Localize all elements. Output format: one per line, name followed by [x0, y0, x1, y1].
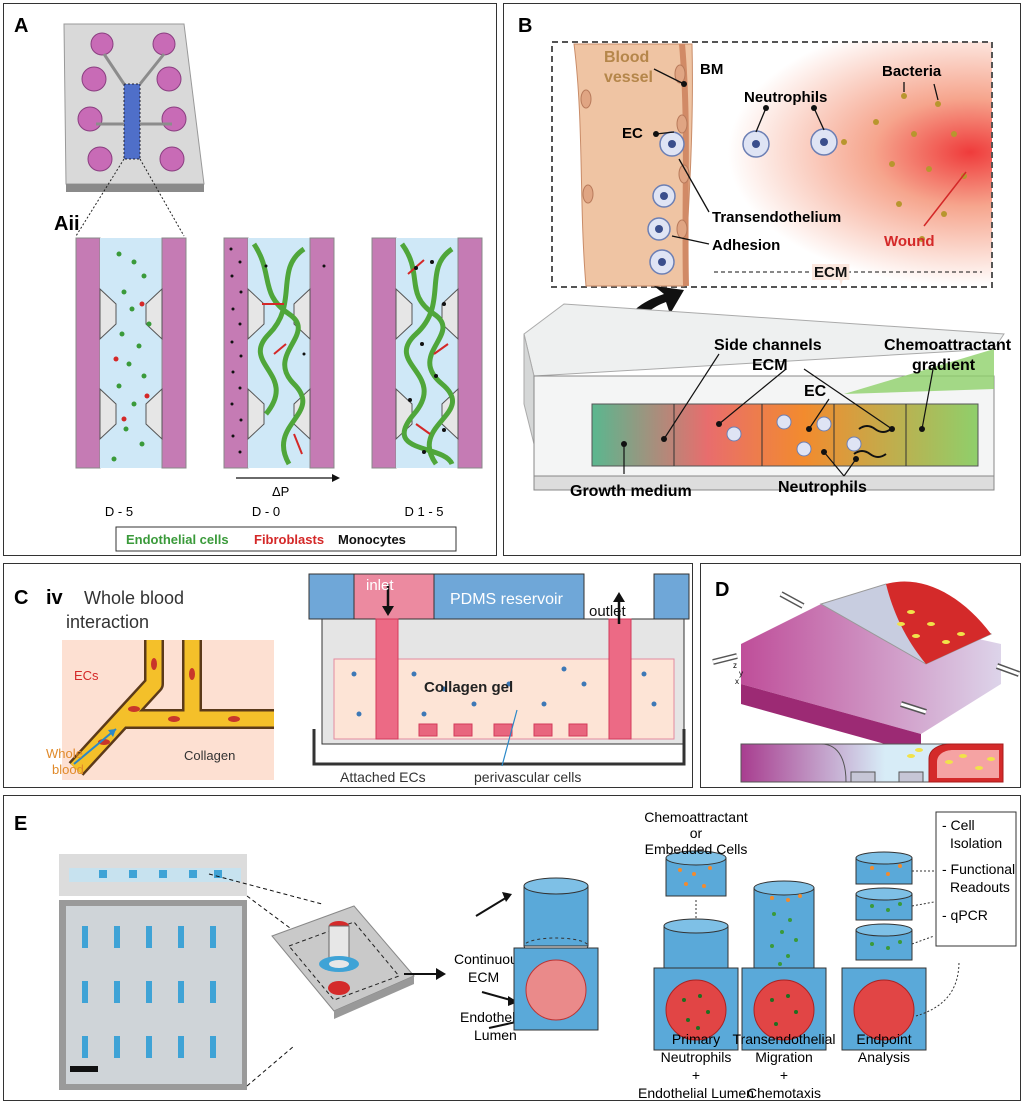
panel-a-figure: A Aii	[14, 15, 483, 552]
channel-d-1-5	[371, 237, 483, 469]
axis-x: x	[735, 677, 739, 686]
cylinder-continuous-ecm	[513, 877, 599, 1031]
label-ec: EC	[622, 125, 643, 142]
readout-functional: - Functional	[942, 861, 1015, 877]
label-continuous: Continuous	[454, 951, 525, 967]
label-ecm-inset: ECM	[814, 264, 847, 281]
label-adhesion: Adhesion	[712, 237, 780, 254]
cylinder-endpoint	[841, 851, 927, 1051]
panel-a-label: A	[14, 15, 28, 37]
readout-cell: - Cell	[942, 817, 975, 833]
panel-b-label: B	[518, 15, 532, 37]
vessel-cross-section	[740, 743, 1004, 783]
label-lumen: Lumen	[474, 1027, 517, 1043]
label-endothelial: Endothelial	[460, 1009, 529, 1025]
axis-y: y	[739, 669, 743, 678]
panel-e-label: E	[14, 813, 27, 835]
label-blood: Blood	[604, 49, 649, 66]
pressure-label: ΔP	[272, 484, 289, 499]
readout-isolation: Isolation	[950, 835, 1002, 851]
step2-line1: Transendothelial	[733, 1031, 836, 1047]
legend-endothelial: Endothelial cells	[126, 532, 229, 547]
step3-line1: Endpoint	[856, 1031, 911, 1047]
vessel-3d-illustration	[741, 581, 1001, 754]
step1-line4: Endothelial Lumen	[638, 1085, 754, 1101]
label-collagen: Collagen	[184, 748, 235, 763]
microfluidic-chip-illustration	[63, 23, 205, 192]
label-embedded-cells: Embedded Cells	[645, 841, 748, 857]
readout-qpcr: - qPCR	[942, 907, 988, 923]
label-ecm: ECM	[468, 969, 499, 985]
cylinder-transendothelial	[741, 880, 827, 1051]
step2-line2: Migration	[755, 1049, 813, 1065]
channel-d-5	[75, 237, 187, 469]
label-growth-medium: Growth medium	[570, 483, 692, 500]
day-label-2: D - 0	[252, 504, 280, 519]
single-device-illustration	[271, 905, 415, 1019]
legend-fibroblasts: Fibroblasts	[254, 532, 324, 547]
vessel-network	[68, 640, 274, 776]
panel-d-figure: D z y x	[712, 579, 1021, 783]
readout-readouts: Readouts	[950, 879, 1010, 895]
panel-c-roman: iv	[46, 587, 64, 609]
panel-e: E	[3, 795, 1021, 1101]
label-collagen-gel: Collagen gel	[424, 679, 513, 696]
panel-d-label: D	[715, 579, 729, 601]
scale-bar	[70, 1066, 98, 1072]
step2-line3: +	[780, 1067, 788, 1083]
label-ec-device: EC	[804, 383, 827, 400]
label-wound: Wound	[884, 233, 935, 250]
label-chemoattractant: Chemoattractant	[644, 809, 748, 825]
label-transendothelium: Transendothelium	[712, 209, 841, 226]
panel-b: B	[503, 3, 1021, 556]
label-perivascular: perivascular cells	[474, 769, 581, 785]
step3-line2: Analysis	[858, 1049, 910, 1065]
panel-c: C iv Whole blood interaction ECs Whole b…	[3, 563, 693, 788]
label-outlet: outlet	[589, 603, 627, 620]
label-inlet: inlet	[366, 577, 394, 594]
panel-a: A Aii	[3, 3, 497, 556]
label-gradient: gradient	[912, 357, 976, 374]
panel-c-title-line1: Whole blood	[84, 588, 184, 608]
label-pdms-reservoir: PDMS reservoir	[450, 591, 564, 608]
step2-line4: Chemotaxis	[747, 1085, 821, 1101]
legend-monocytes: Monocytes	[338, 532, 406, 547]
step1-line2: Neutrophils	[661, 1049, 732, 1065]
cross-section-device	[308, 573, 690, 766]
device-3d-illustration	[523, 303, 1005, 491]
panel-c-label: C	[14, 587, 28, 609]
label-ecs: ECs	[74, 668, 99, 683]
label-attached-ecs: Attached ECs	[340, 769, 426, 785]
readouts-box	[935, 811, 1017, 947]
panel-e-figure: E	[14, 809, 1017, 1101]
label-ecm-device: ECM	[752, 357, 788, 374]
axis-z: z	[733, 661, 737, 670]
step1-line3: +	[692, 1067, 700, 1083]
zoom-arrow	[614, 286, 684, 354]
panel-a-sublabel: Aii	[54, 213, 80, 235]
label-bm: BM	[700, 61, 723, 78]
label-whole: Whole	[46, 746, 83, 761]
label-or: or	[690, 825, 703, 841]
panel-a-legend	[115, 526, 457, 552]
plate-photo	[59, 854, 247, 1090]
step1-line1: Primary	[672, 1031, 720, 1047]
label-neutrophils-device: Neutrophils	[778, 479, 867, 496]
label-side-channels: Side channels	[714, 337, 822, 354]
day-label-3: D 1 - 5	[404, 504, 443, 519]
label-bacteria: Bacteria	[882, 63, 942, 80]
day-label-1: D - 5	[105, 504, 133, 519]
label-vessel: vessel	[604, 69, 653, 86]
bacteria-dots	[841, 93, 967, 242]
label-chemoattractant: Chemoattractant	[884, 337, 1012, 354]
panel-c-title-line2: interaction	[66, 612, 149, 632]
cylinder-primary-neutrophils	[653, 850, 739, 1051]
panel-d: D z y x	[700, 563, 1021, 788]
label-blood: blood	[52, 762, 84, 777]
panel-b-figure: B	[518, 15, 1012, 500]
channel-d-0: ΔP	[223, 237, 340, 499]
panel-c-figure: C iv Whole blood interaction ECs Whole b…	[14, 573, 690, 785]
label-neutrophils: Neutrophils	[744, 89, 827, 106]
